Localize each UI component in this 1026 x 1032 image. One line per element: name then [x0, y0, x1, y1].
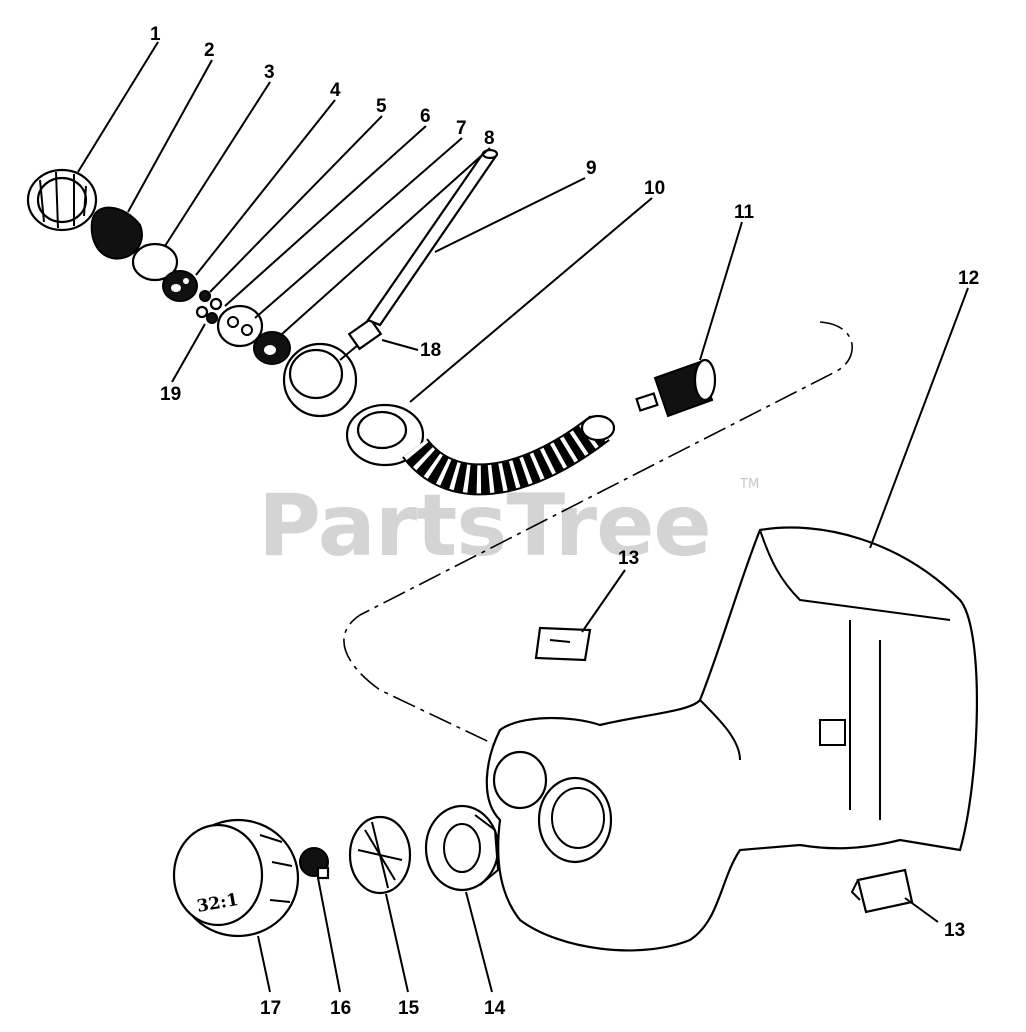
callout-7: 7: [456, 118, 467, 139]
primer-body: [282, 317, 383, 418]
callout-14: 14: [484, 998, 506, 1019]
part-2-boot: [90, 206, 143, 260]
part-14-filler-neck: [424, 804, 500, 892]
callout-15: 15: [398, 998, 420, 1019]
watermark-trademark: TM: [739, 477, 759, 492]
part-10-grommet: [345, 403, 425, 467]
part-13-pad-top: [534, 626, 592, 662]
part-1-nut: [26, 168, 98, 232]
part-13-pad-bottom: [850, 868, 914, 914]
part-9-tube: [366, 148, 499, 327]
callout-8: 8: [484, 128, 495, 149]
part-19-ball-a: [206, 312, 218, 324]
part-12-fuel-tank: [485, 526, 979, 952]
part-3-cap: [131, 242, 179, 282]
callout-13-top: 13: [618, 548, 639, 569]
part-19-ball-b: [195, 305, 209, 319]
callout-6: 6: [420, 106, 431, 127]
part-17-fuel-cap: 32:1: [172, 818, 300, 938]
part-6-ball: [209, 297, 223, 311]
callout-17: 17: [260, 998, 281, 1019]
callout-5: 5: [376, 96, 387, 117]
callout-3: 3: [264, 62, 275, 83]
part-8-diaphragm: [253, 331, 291, 365]
callout-16: 16: [330, 998, 351, 1019]
callout-12: 12: [958, 268, 979, 289]
callout-13-bottom: 13: [944, 920, 965, 941]
callout-9: 9: [586, 158, 597, 179]
part-16-vent: [299, 847, 330, 880]
callout-11: 11: [734, 202, 755, 223]
callout-1: 1: [150, 24, 161, 45]
callout-18: 18: [420, 340, 441, 361]
callout-19: 19: [160, 384, 181, 405]
callout-10: 10: [644, 178, 665, 199]
part-4-gasket: [162, 270, 198, 302]
part-11-fuel-filter: [635, 358, 717, 418]
callout-2: 2: [204, 40, 215, 61]
part-5-ball: [199, 290, 211, 302]
fuel-hose: [402, 414, 616, 496]
part-7-valve-plate: [216, 304, 264, 348]
leader-lines: [77, 41, 969, 993]
callout-4: 4: [330, 80, 341, 101]
part-15-strainer: [348, 815, 412, 895]
